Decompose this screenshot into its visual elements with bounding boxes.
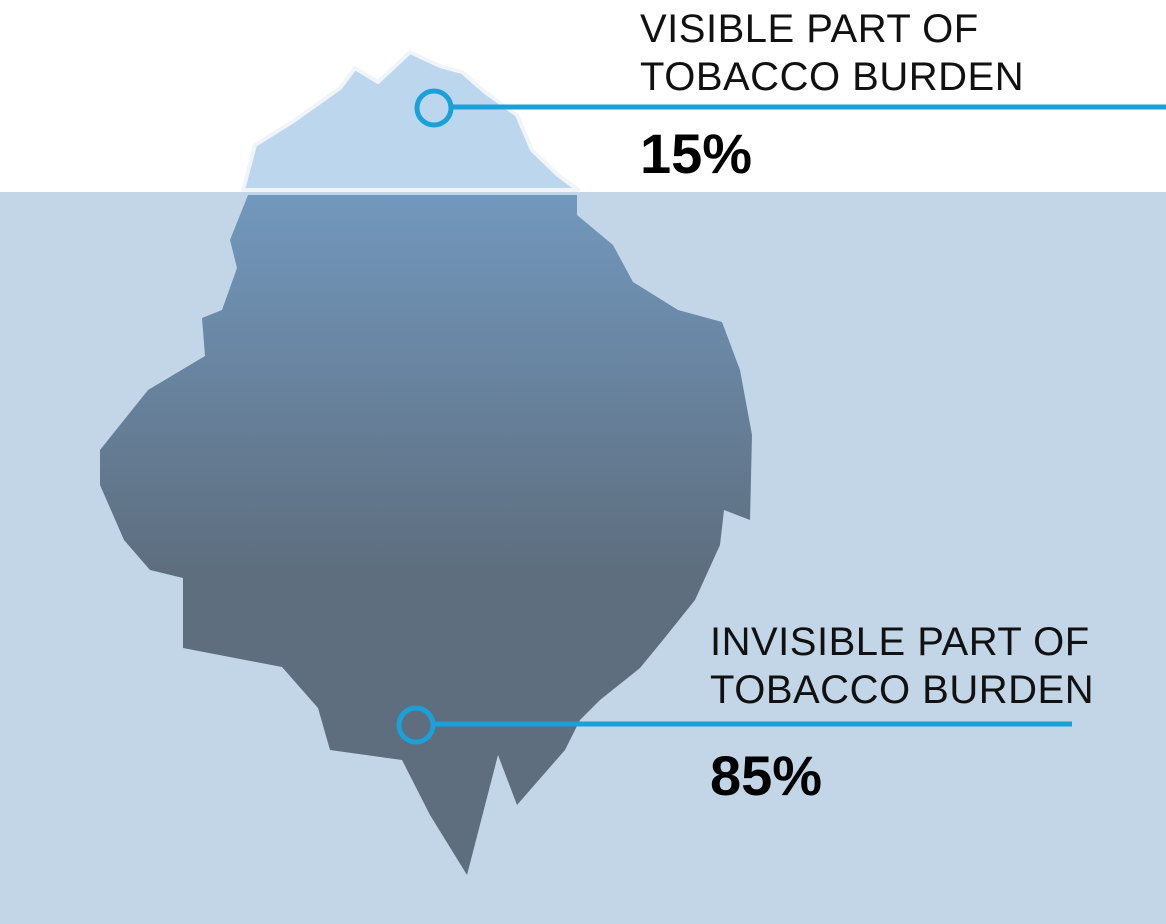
invisible-part-value: 85% (710, 744, 823, 807)
invisible-part-label-line1: INVISIBLE PART OF (710, 620, 1090, 664)
visible-pointer-marker (414, 88, 454, 128)
visible-part-label-line2: TOBACCO BURDEN (640, 55, 1025, 99)
visible-part-label-line1: VISIBLE PART OF (640, 7, 979, 51)
invisible-part-label: INVISIBLE PART OF TOBACCO BURDEN (710, 618, 1094, 714)
visible-part-value: 15% (640, 122, 753, 185)
invisible-part-label-line2: TOBACCO BURDEN (710, 668, 1095, 712)
visible-part-label: VISIBLE PART OF TOBACCO BURDEN (640, 5, 1024, 101)
iceberg-submerged (100, 195, 752, 875)
iceberg-tip (241, 50, 580, 192)
invisible-pointer-marker (396, 705, 436, 745)
